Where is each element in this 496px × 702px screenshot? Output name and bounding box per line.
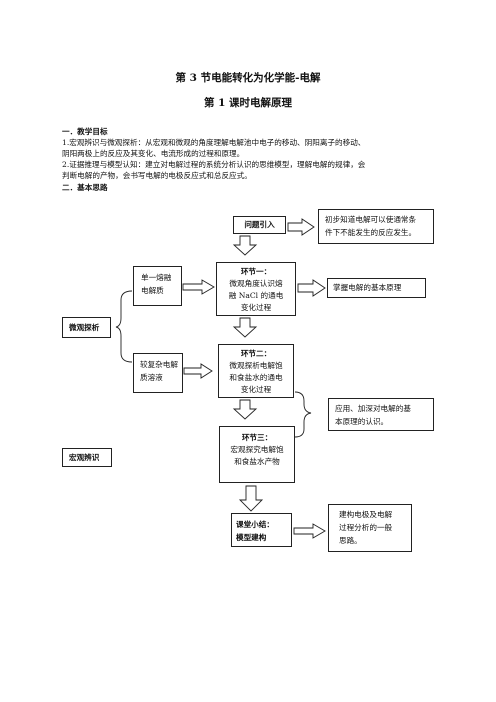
objective-line-4: 判断电解的产物，会书写电解的电极反应式和总反应式。 [62, 171, 252, 180]
arrow-right-complex [183, 363, 213, 379]
arrow-down-1 [232, 235, 258, 256]
arrow-right-stage1 [297, 279, 326, 297]
intro-box: 问题引入 [233, 216, 286, 234]
complex-electrolyte-line-1: 较复杂电解 [140, 360, 178, 369]
arrow-down-2 [232, 317, 258, 338]
stage3-title: 环节三： [241, 433, 273, 442]
intro-note-box: 初步知道电解可以使通常条 件下不能发生的反应发生。 [318, 209, 434, 244]
stage23-note-box: 应用、加深对电解的基 本原理的认识。 [328, 398, 434, 431]
summary-note-line-3: 思路。 [339, 536, 362, 545]
stage2-box: 环节二： 微观探析电解饱 和食盐水的通电 变化过程 [218, 344, 294, 398]
summary-note-line-1: 建构电极及电解 [339, 510, 393, 519]
micro-analysis-label: 微观探析 [69, 323, 100, 332]
stage2-line-2: 和食盐水的通电 [229, 373, 283, 382]
arrow-right-summary [293, 523, 326, 539]
single-electrolyte-line-1: 单一熔融 [141, 273, 172, 282]
stage1-note: 掌握电解的基本原理 [333, 283, 402, 292]
summary-note-box: 建构电极及电解 过程分析的一般 思路。 [328, 504, 412, 552]
objective-line-1: 1.宏观辨识与微观探析：从宏观和微观的角度理解电解池中电子的移动、阴阳离子的移动… [62, 138, 366, 147]
summary-box: 课堂小结： 模型建构 [231, 513, 292, 547]
arrow-down-3 [232, 399, 258, 420]
stage3-line-2: 和食盐水产物 [234, 457, 280, 466]
intro-note-line-2: 件下不能发生的反应发生。 [325, 228, 417, 237]
stage2-title: 环节二： [240, 349, 272, 358]
stage1-title: 环节一： [240, 267, 272, 276]
single-electrolyte-box: 单一熔融 电解质 [133, 266, 182, 306]
intro-label: 问题引入 [244, 220, 275, 229]
stage23-note-line-2: 本原理的认识。 [335, 417, 389, 426]
stage3-line-1: 宏观探究电解饱 [230, 445, 284, 454]
section-heading-objectives: 一．教学目标 [62, 127, 108, 136]
stage1-line-2: 融 NaCl 的通电 [228, 291, 284, 300]
summary-line-2: 模型建构 [236, 533, 267, 542]
stage23-note-line-1: 应用、加深对电解的基 [335, 404, 411, 413]
complex-electrolyte-box: 较复杂电解 质溶液 [133, 353, 183, 393]
objective-line-2: 阴阳两极上的反应及其变化、电流形成的过程和原理。 [62, 149, 245, 158]
stage1-note-box: 掌握电解的基本原理 [327, 278, 426, 298]
macro-identification-label: 宏观辨识 [69, 453, 100, 462]
brace-right [294, 391, 312, 438]
page-subtitle: 第 1 课时电解原理 [203, 97, 293, 109]
stage3-box: 环节三： 宏观探究电解饱 和食盐水产物 [219, 426, 295, 483]
complex-electrolyte-line-2: 质溶液 [140, 373, 163, 382]
arrow-right-intro [287, 218, 315, 236]
objective-line-3: 2.证据推理与模型认知：建立对电解过程的系统分析认识的思维模型，理解电解的规律，… [62, 160, 366, 169]
summary-line-1: 课堂小结： [236, 520, 274, 529]
intro-note-line-1: 初步知道电解可以使通常条 [325, 215, 417, 224]
stage1-line-1: 微观角度认识熔 [229, 279, 283, 288]
stage2-line-1: 微观探析电解饱 [229, 361, 283, 370]
stage1-line-3: 变化过程 [240, 303, 272, 312]
page-title: 第 3 节电能转化为化学能-电解 [175, 72, 321, 84]
summary-note-line-2: 过程分析的一般 [339, 523, 393, 532]
section-heading-approach: 二．基本思路 [62, 183, 108, 192]
arrow-down-4 [238, 485, 264, 512]
micro-analysis-box: 微观探析 [62, 317, 111, 338]
arrow-right-single [182, 279, 215, 295]
stage1-box: 环节一： 微观角度认识熔 融 NaCl 的通电 变化过程 [216, 262, 296, 316]
single-electrolyte-line-2: 电解质 [141, 286, 164, 295]
macro-identification-box: 宏观辨识 [62, 448, 112, 467]
brace-left [115, 290, 133, 363]
stage2-line-3: 变化过程 [240, 385, 272, 394]
